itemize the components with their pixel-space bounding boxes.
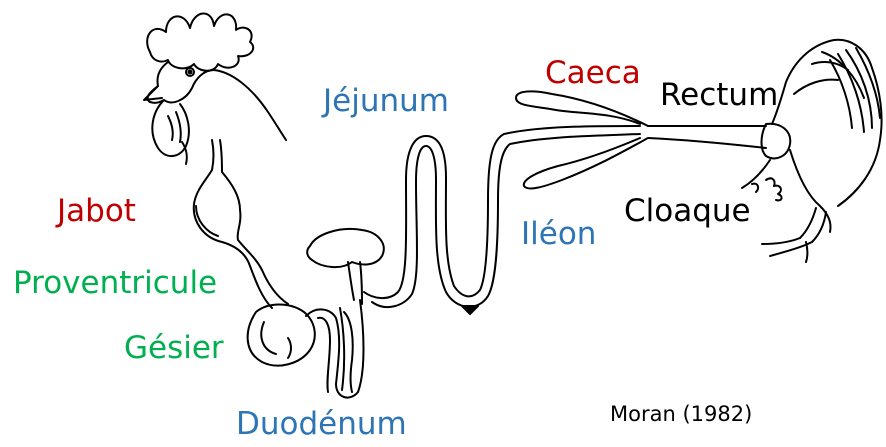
label-rectum: Rectum — [660, 80, 778, 111]
wattle — [152, 100, 189, 156]
rooster-head — [148, 62, 286, 140]
jejunum-marker — [462, 306, 478, 314]
cloaca — [762, 124, 791, 159]
label-cloaque: Cloaque — [624, 196, 751, 227]
beak — [144, 86, 162, 100]
label-duodenum: Duodénum — [236, 409, 407, 440]
gizzard — [248, 305, 315, 366]
pancreas — [307, 229, 384, 267]
label-caeca: Caeca — [545, 58, 641, 89]
comb — [147, 13, 253, 70]
label-proventricule: Proventricule — [13, 268, 217, 299]
label-ileon: Iléon — [521, 219, 596, 250]
label-jabot: Jabot — [57, 196, 136, 227]
duodenal-loop — [306, 300, 364, 398]
citation: Moran (1982) — [610, 404, 752, 425]
label-gesier: Gésier — [124, 333, 224, 364]
jejunum — [364, 126, 640, 298]
caecum-lower — [524, 138, 648, 188]
caecum-upper — [516, 91, 648, 126]
foot — [762, 238, 812, 262]
leg — [800, 208, 816, 238]
label-jejunum: Jéjunum — [323, 86, 449, 117]
